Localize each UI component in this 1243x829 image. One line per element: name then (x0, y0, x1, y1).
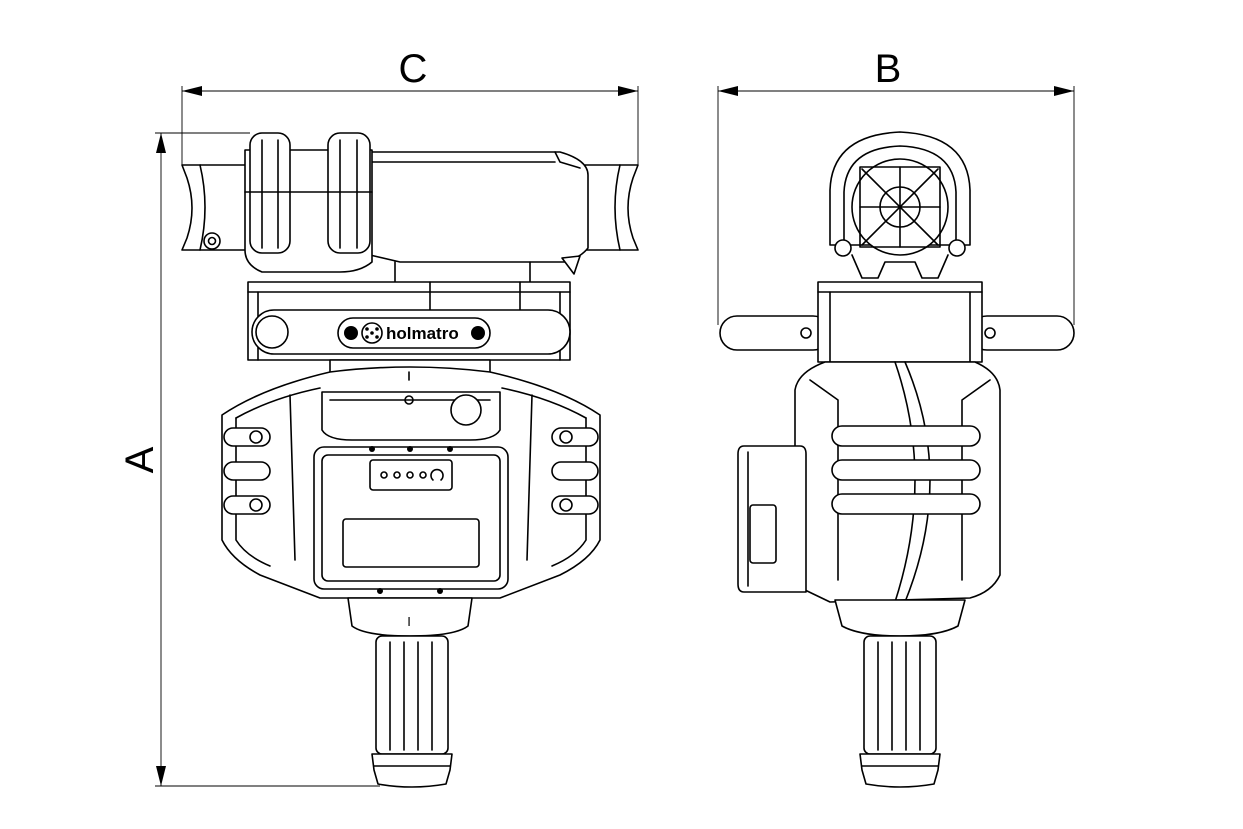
side-view (719, 131, 1075, 788)
right-pipe-stub (584, 164, 639, 251)
side-end-cap (859, 753, 941, 788)
side-grip-ribs (831, 425, 981, 515)
left-pipe-stub (181, 164, 249, 251)
bottom-marking: I (407, 614, 411, 629)
brand-text: holmatro (386, 324, 459, 343)
clamp-ring-right (327, 132, 371, 254)
right-grip-ribs (551, 427, 599, 515)
side-pump-body (794, 361, 1001, 603)
dimension-c-label: C (399, 47, 428, 91)
cylinder-housing (369, 151, 589, 263)
dimension-a-label: A (118, 446, 162, 473)
front-view: holmatro (181, 132, 639, 788)
clamp-ring-left (249, 132, 291, 254)
left-grip-ribs (223, 427, 271, 515)
pipe-cross-section (859, 166, 941, 248)
battery-indicator (369, 459, 453, 491)
front-grip-handle (375, 635, 449, 755)
brand-logo-icon (361, 322, 383, 344)
side-grip-handle (863, 635, 937, 755)
front-end-cap (371, 753, 453, 788)
dimension-a: A (118, 132, 380, 787)
brand-plate (337, 317, 491, 349)
side-manifold (817, 281, 983, 363)
dimension-c: C (181, 47, 639, 165)
dimension-b-label: B (875, 47, 902, 91)
battery-label-area (342, 518, 480, 568)
dimension-b: B (717, 47, 1075, 325)
side-handle-left (719, 315, 831, 351)
